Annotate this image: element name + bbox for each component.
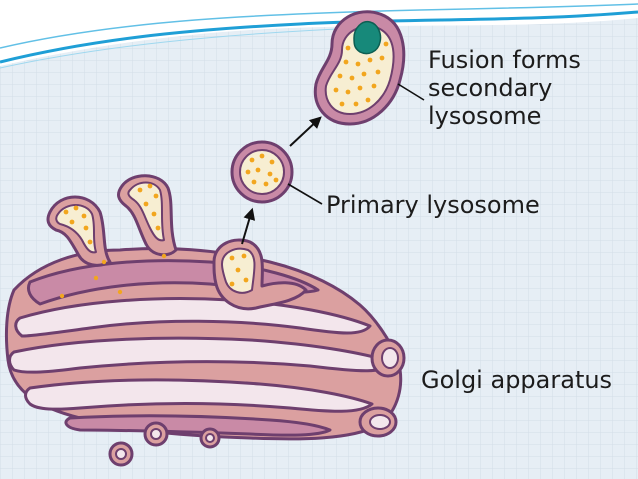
small-vesicle-1-lumen (150, 428, 162, 440)
leader-primary (287, 183, 323, 205)
label-line-3: lysosome (428, 102, 542, 130)
arrow-bud-to-primary (241, 207, 256, 245)
label-fusion-forms-secondary-lysosome: Fusion forms secondary lysosome (428, 46, 581, 130)
label-line-2: secondary (428, 74, 553, 102)
small-vesicle-2-lumen (115, 448, 127, 460)
label-line-1: Fusion forms (428, 46, 581, 74)
golgi-cisterna-4 (24, 378, 374, 413)
arrow-primary-to-secondary (289, 116, 322, 147)
label-golgi-apparatus: Golgi apparatus (421, 366, 613, 394)
leader-secondary (397, 83, 425, 101)
golgi-granules (59, 183, 249, 299)
primary-lysosome (230, 140, 294, 204)
golgi-tube-lumen-lower (369, 414, 391, 430)
golgi-tube-lumen (381, 347, 399, 369)
golgi-apparatus (4, 174, 406, 467)
golgi-cisterna-5 (64, 414, 332, 437)
fused-vesicle (353, 20, 382, 55)
small-vesicle-3-lumen (205, 433, 215, 443)
label-primary-lysosome: Primary lysosome (326, 191, 540, 219)
golgi-cisterna-3 (8, 336, 394, 374)
golgi-cisterna-2 (14, 297, 372, 338)
secondary-lysosome (313, 10, 406, 126)
